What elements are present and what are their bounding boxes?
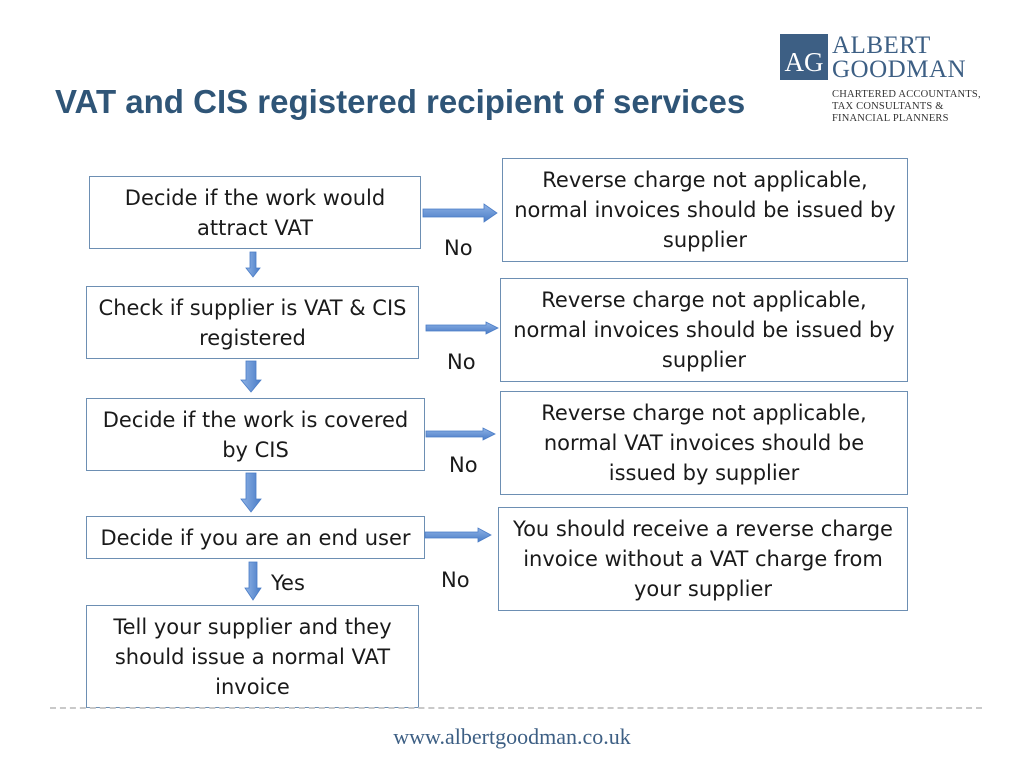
outcome-not-cis: Reverse charge not applicable, normal VA…: [500, 391, 908, 495]
arrow-down-3: [240, 472, 262, 513]
outcome-reverse-charge: You should receive a reverse charge invo…: [498, 507, 908, 611]
arrow-down-1: [245, 251, 261, 278]
footer-divider: [50, 707, 982, 709]
arrow-down-2: [240, 360, 262, 393]
logo-mark: AG: [780, 34, 828, 80]
step-end-user: Decide if you are an end user: [86, 516, 425, 559]
branch-label-no-1: No: [444, 236, 473, 260]
outcome-not-cis-text: Reverse charge not applicable, normal VA…: [541, 401, 867, 485]
step-tell-supplier: Tell your supplier and they should issue…: [86, 605, 419, 708]
outcome-reverse-charge-text: You should receive a reverse charge invo…: [513, 517, 893, 601]
arrow-right-1: [422, 203, 498, 223]
step-tell-supplier-text: Tell your supplier and they should issue…: [113, 614, 392, 699]
arrow-right-4: [424, 527, 492, 543]
step-covered-by-cis-text: Decide if the work is covered by CIS: [102, 407, 409, 462]
step-check-supplier: Check if supplier is VAT & CIS registere…: [86, 286, 419, 359]
outcome-supplier-not-registered: Reverse charge not applicable, normal in…: [500, 278, 908, 382]
arrow-down-4: [244, 561, 262, 601]
branch-label-no-2: No: [447, 350, 476, 374]
slide-title: VAT and CIS registered recipient of serv…: [55, 83, 746, 120]
arrow-right-2: [425, 321, 499, 335]
step-attract-vat-text: Decide if the work would attract VAT: [124, 185, 386, 240]
albert-goodman-logo: AG ALBERT GOODMAN CHARTERED ACCOUNTANTS,…: [780, 32, 1000, 130]
branch-label-yes: Yes: [271, 571, 305, 595]
logo-tagline-line2: TAX CONSULTANTS &: [832, 101, 944, 112]
logo-name-line2: GOODMAN: [832, 56, 967, 83]
outcome-no-vat: Reverse charge not applicable, normal in…: [502, 158, 908, 262]
outcome-no-vat-text: Reverse charge not applicable, normal in…: [514, 168, 896, 252]
step-check-supplier-text: Check if supplier is VAT & CIS registere…: [98, 295, 407, 350]
logo-tagline-line3: FINANCIAL PLANNERS: [832, 113, 949, 124]
footer-url: www.albertgoodman.co.uk: [393, 724, 631, 749]
outcome-supplier-not-registered-text: Reverse charge not applicable, normal in…: [513, 288, 895, 372]
step-covered-by-cis: Decide if the work is covered by CIS: [86, 398, 425, 471]
logo-tagline-line1: CHARTERED ACCOUNTANTS,: [832, 89, 981, 100]
branch-label-no-3: No: [449, 453, 478, 477]
step-attract-vat: Decide if the work would attract VAT: [89, 176, 421, 249]
branch-label-no-4: No: [441, 568, 470, 592]
arrow-right-3: [425, 427, 496, 441]
logo-tagline: CHARTERED ACCOUNTANTS, TAX CONSULTANTS &…: [832, 89, 981, 125]
logo-name-line1: ALBERT: [832, 32, 931, 59]
step-end-user-text: Decide if you are an end user: [100, 525, 411, 550]
